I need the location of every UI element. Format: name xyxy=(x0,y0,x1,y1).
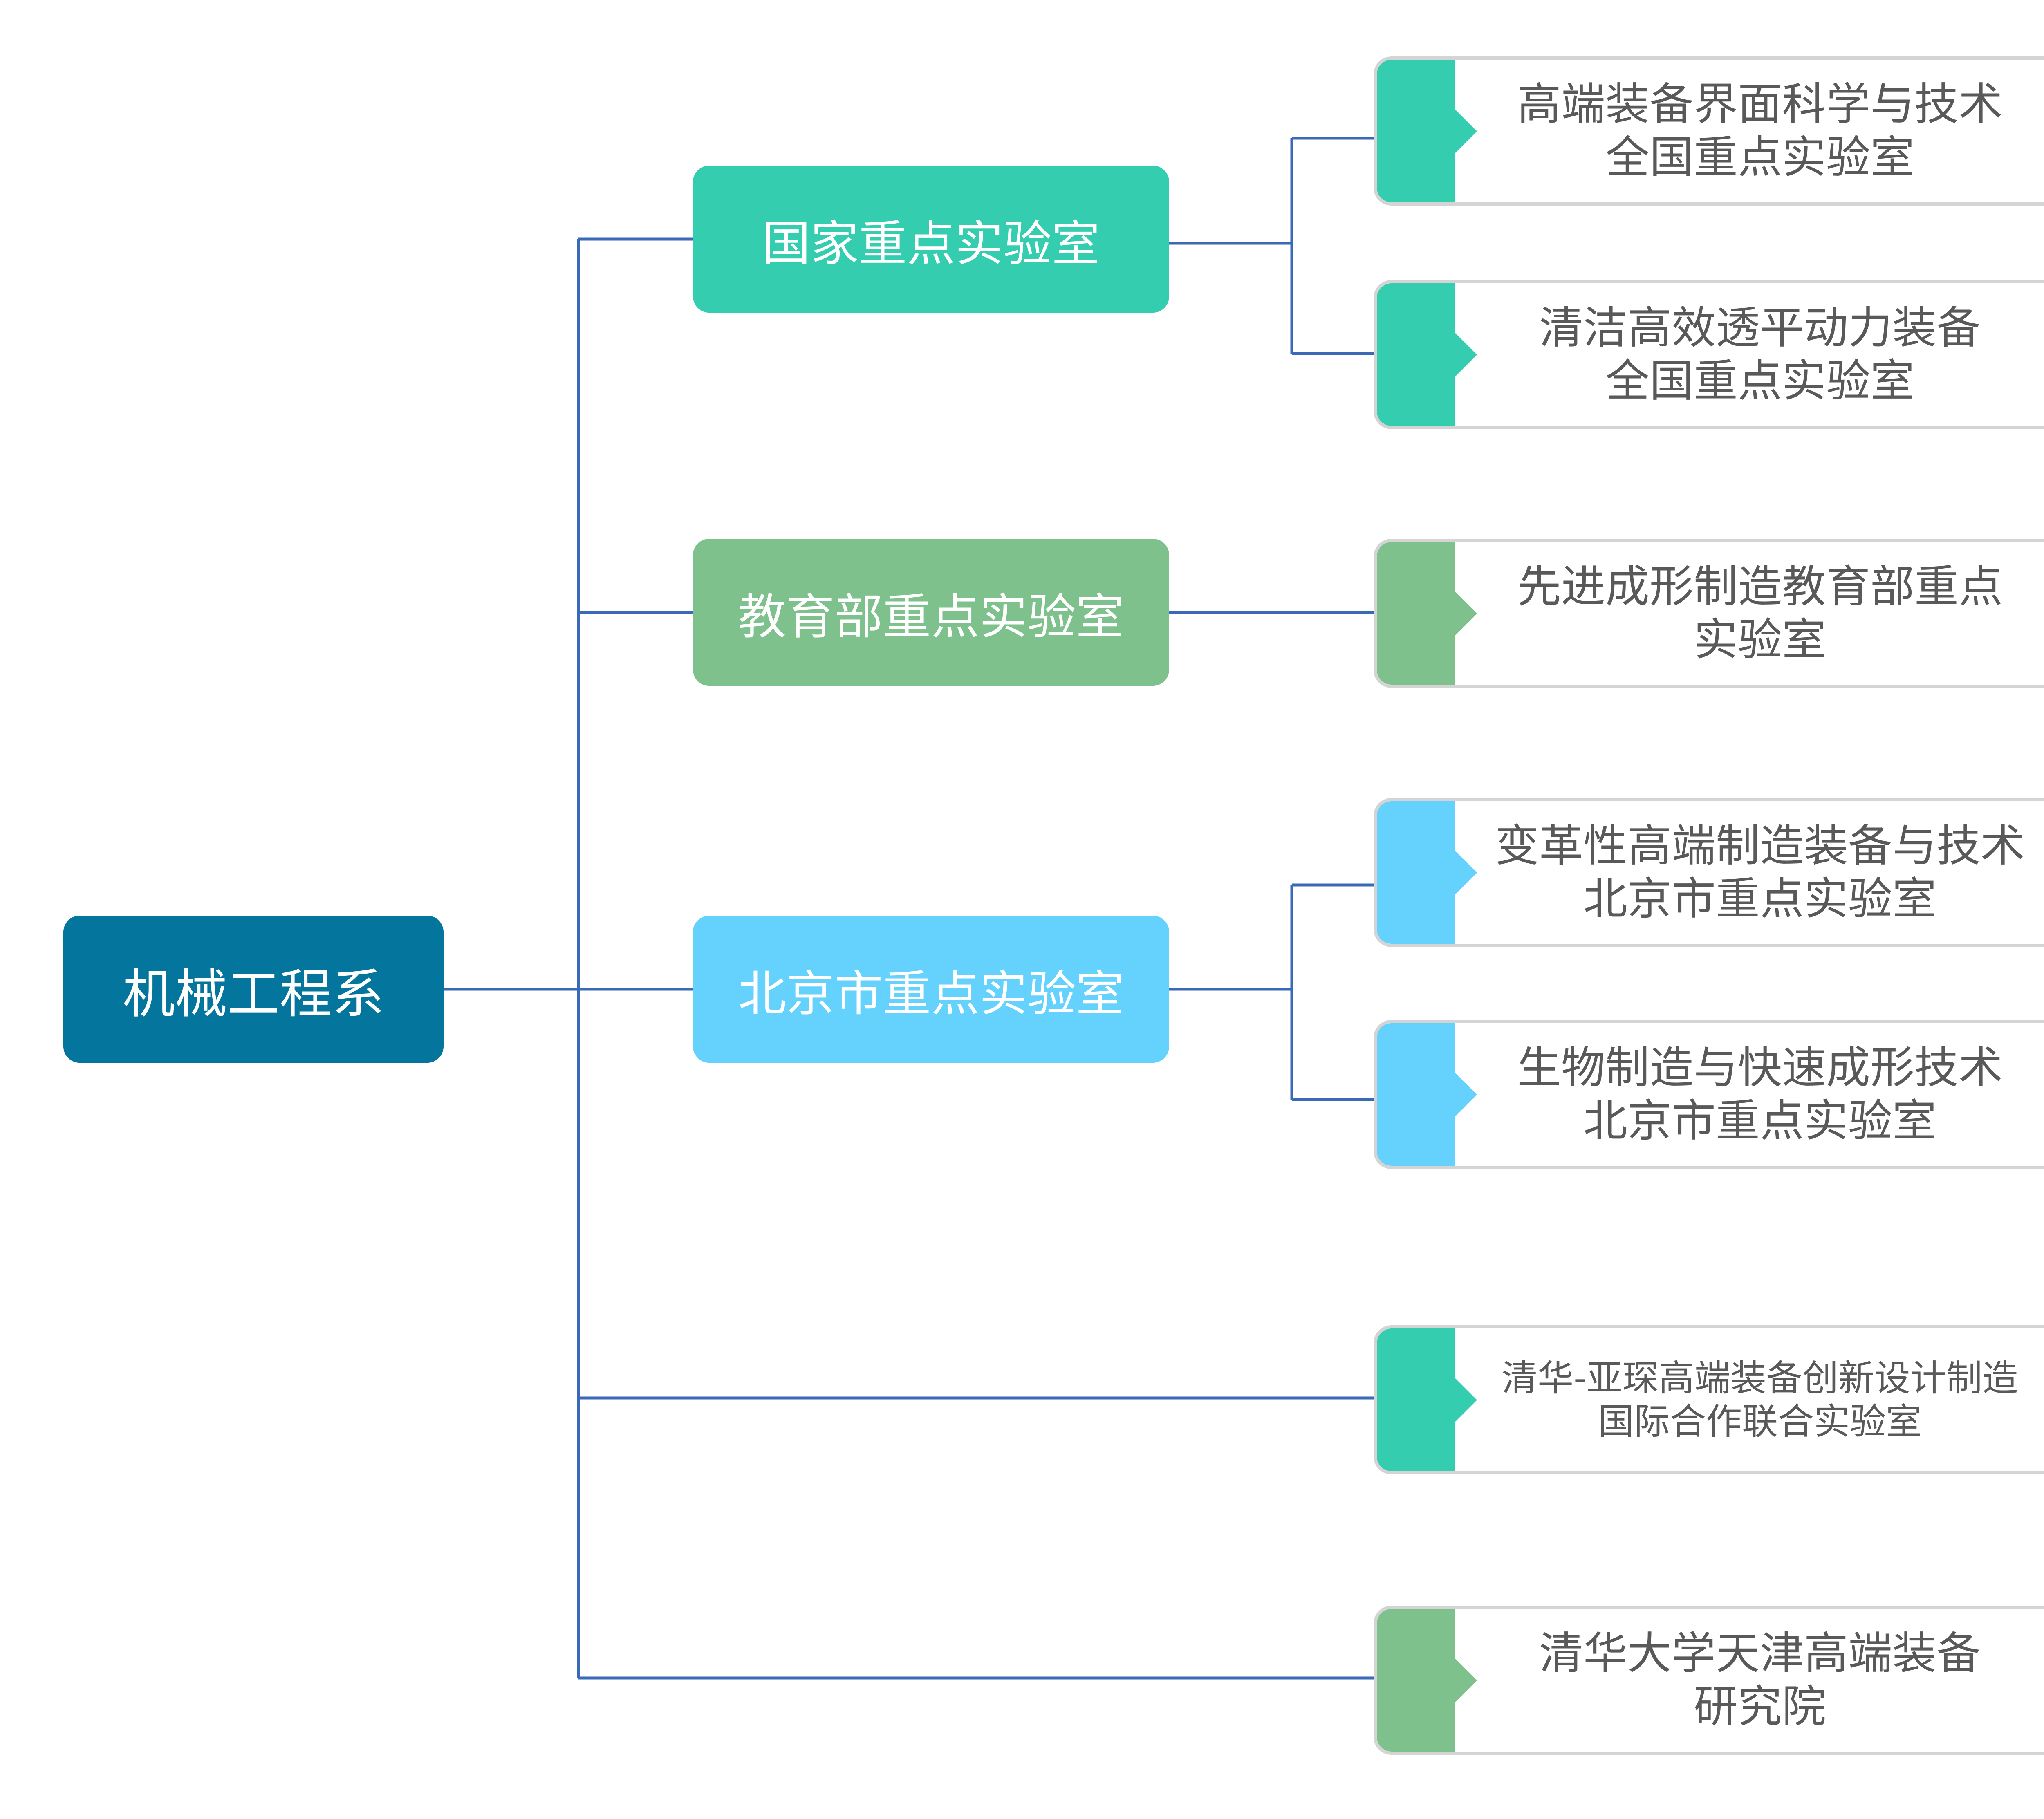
lab-line1: 高端装备界面科学与技术 xyxy=(1517,78,2003,130)
lab-text: 生物制造与快速成形技术 北京市重点实验室 xyxy=(1459,1023,2044,1166)
lab-text: 高端装备界面科学与技术 全国重点实验室 xyxy=(1459,60,2044,202)
lab-line2: 国际合作联合实验室 xyxy=(1598,1400,1922,1443)
lab-node-turbine-power: 清洁高效透平动力装备 全国重点实验室 xyxy=(1374,280,2044,429)
category-beijing-key-lab: 北京市重点实验室 xyxy=(693,916,1169,1063)
category-label: 国家重点实验室 xyxy=(762,215,1100,272)
lab-node-advanced-forming: 先进成形制造教育部重点 实验室 xyxy=(1374,539,2044,688)
lab-arrow-icon xyxy=(1452,1655,1477,1705)
lab-line2: 北京市重点实验室 xyxy=(1583,1095,1936,1147)
lab-color-tab xyxy=(1377,1609,1455,1752)
lab-line1: 变革性高端制造装备与技术 xyxy=(1495,820,2025,871)
lab-text: 先进成形制造教育部重点 实验室 xyxy=(1459,542,2044,685)
lab-text: 清华-亚琛高端装备创新设计制造 国际合作联合实验室 xyxy=(1459,1328,2044,1471)
lab-node-transformative-manufacturing: 变革性高端制造装备与技术 北京市重点实验室 xyxy=(1374,798,2044,947)
root-node: 机械工程系 xyxy=(63,916,444,1063)
lab-color-tab xyxy=(1377,1023,1455,1166)
lab-color-tab xyxy=(1377,60,1455,202)
lab-line2: 北京市重点实验室 xyxy=(1583,873,1936,925)
lab-color-tab xyxy=(1377,801,1455,944)
lab-color-tab xyxy=(1377,283,1455,426)
lab-text: 变革性高端制造装备与技术 北京市重点实验室 xyxy=(1459,801,2044,944)
lab-line2: 全国重点实验室 xyxy=(1605,132,1914,183)
category-national-key-lab: 国家重点实验室 xyxy=(693,166,1169,313)
lab-node-interface-science: 高端装备界面科学与技术 全国重点实验室 xyxy=(1374,56,2044,206)
lab-arrow-icon xyxy=(1452,106,1477,156)
lab-arrow-icon xyxy=(1452,1375,1477,1425)
lab-line1: 清华-亚琛高端装备创新设计制造 xyxy=(1502,1357,2018,1399)
lab-line1: 清洁高效透平动力装备 xyxy=(1539,302,1981,354)
lab-color-tab xyxy=(1377,1328,1455,1471)
lab-node-tsinghua-aachen: 清华-亚琛高端装备创新设计制造 国际合作联合实验室 xyxy=(1374,1325,2044,1474)
root-label: 机械工程系 xyxy=(122,963,384,1025)
lab-arrow-icon xyxy=(1452,589,1477,638)
lab-line1: 生物制造与快速成形技术 xyxy=(1517,1042,2003,1093)
lab-arrow-icon xyxy=(1452,330,1477,379)
lab-line2: 实验室 xyxy=(1693,614,1826,665)
category-label: 教育部重点实验室 xyxy=(738,588,1124,645)
category-label: 北京市重点实验室 xyxy=(738,965,1124,1022)
lab-node-tianjin-institute: 清华大学天津高端装备 研究院 xyxy=(1374,1606,2044,1755)
lab-node-biomanufacturing: 生物制造与快速成形技术 北京市重点实验室 xyxy=(1374,1020,2044,1169)
lab-line1: 先进成形制造教育部重点 xyxy=(1517,561,2003,612)
lab-line2: 全国重点实验室 xyxy=(1605,355,1914,407)
lab-line2: 研究院 xyxy=(1693,1681,1826,1732)
lab-line1: 清华大学天津高端装备 xyxy=(1539,1628,1981,1679)
lab-arrow-icon xyxy=(1452,1070,1477,1119)
lab-text: 清华大学天津高端装备 研究院 xyxy=(1459,1609,2044,1752)
lab-arrow-icon xyxy=(1452,848,1477,897)
lab-text: 清洁高效透平动力装备 全国重点实验室 xyxy=(1459,283,2044,426)
category-moe-key-lab: 教育部重点实验室 xyxy=(693,539,1169,686)
lab-color-tab xyxy=(1377,542,1455,685)
